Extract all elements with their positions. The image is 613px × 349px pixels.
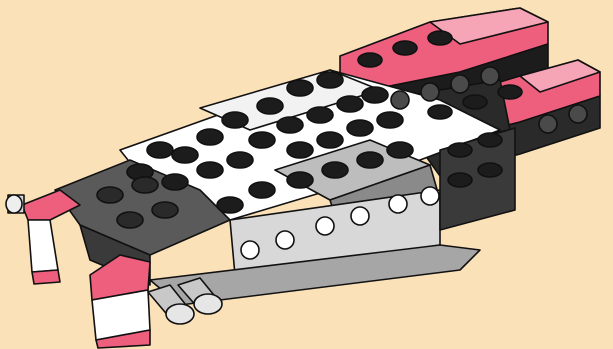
left-pin bbox=[6, 195, 24, 213]
front-pink-nose bbox=[90, 255, 150, 348]
left-pink-nose bbox=[22, 190, 80, 284]
